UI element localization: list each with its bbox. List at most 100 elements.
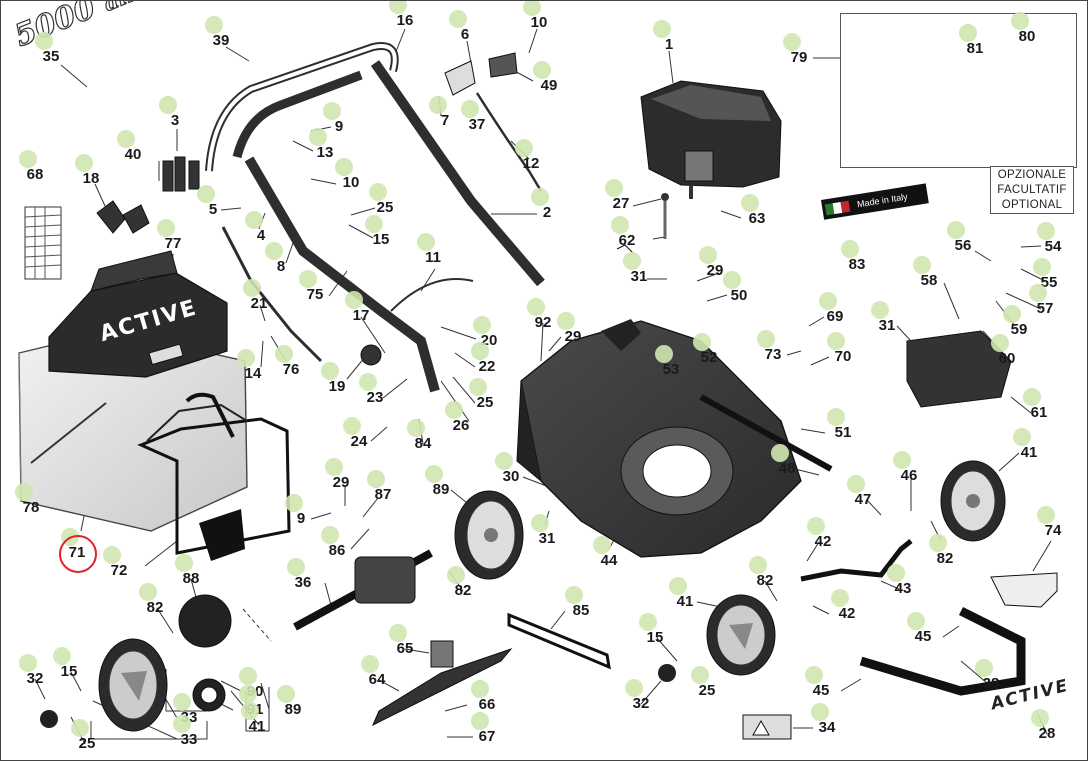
part-callout-42b[interactable]: 42 <box>831 589 860 625</box>
part-callout-42a[interactable]: 42 <box>807 517 836 553</box>
part-callout-2[interactable]: 2 <box>531 188 560 224</box>
part-callout-82d[interactable]: 82 <box>139 583 168 619</box>
part-callout-41a[interactable]: 41 <box>1013 428 1042 464</box>
part-callout-74[interactable]: 74 <box>1037 506 1066 542</box>
part-callout-41c[interactable]: 41 <box>241 702 270 738</box>
part-callout-11[interactable]: 11 <box>417 233 446 269</box>
part-callout-27[interactable]: 27 <box>605 179 634 215</box>
part-callout-43[interactable]: 43 <box>887 564 916 600</box>
part-callout-54[interactable]: 54 <box>1037 222 1066 258</box>
part-callout-51[interactable]: 51 <box>827 408 856 444</box>
part-callout-31c[interactable]: 31 <box>531 514 560 550</box>
part-callout-31b[interactable]: 31 <box>871 301 900 337</box>
part-callout-15b[interactable]: 15 <box>53 647 82 683</box>
part-callout-31a[interactable]: 31 <box>623 252 652 288</box>
part-callout-85[interactable]: 85 <box>565 586 594 622</box>
part-callout-77[interactable]: 77 <box>157 219 186 255</box>
part-callout-29b[interactable]: 29 <box>557 312 586 348</box>
part-callout-83[interactable]: 83 <box>841 240 870 276</box>
part-callout-25c[interactable]: 25 <box>691 666 720 702</box>
part-callout-66[interactable]: 66 <box>471 680 500 716</box>
part-callout-87[interactable]: 87 <box>367 470 396 506</box>
part-callout-10b[interactable]: 10 <box>335 158 364 194</box>
part-callout-13[interactable]: 13 <box>309 128 338 164</box>
part-callout-71[interactable]: 71 <box>59 528 97 573</box>
part-callout-56[interactable]: 56 <box>947 221 976 257</box>
part-callout-79[interactable]: 79 <box>783 33 812 69</box>
part-callout-82a[interactable]: 82 <box>929 534 958 570</box>
part-callout-86[interactable]: 86 <box>321 526 350 562</box>
part-callout-14[interactable]: 14 <box>237 349 266 385</box>
part-callout-7[interactable]: 7 <box>429 96 458 132</box>
part-callout-10a[interactable]: 10 <box>523 1 552 34</box>
part-callout-67[interactable]: 67 <box>471 712 500 748</box>
part-callout-78[interactable]: 78 <box>15 483 44 519</box>
part-callout-44[interactable]: 44 <box>593 536 622 572</box>
part-callout-28[interactable]: 28 <box>1031 709 1060 745</box>
part-callout-39[interactable]: 39 <box>205 16 234 52</box>
part-callout-76[interactable]: 76 <box>275 345 304 381</box>
part-callout-58[interactable]: 58 <box>913 256 942 292</box>
part-callout-82b[interactable]: 82 <box>447 566 476 602</box>
part-callout-45a[interactable]: 45 <box>907 612 936 648</box>
part-callout-23[interactable]: 23 <box>359 373 388 409</box>
part-callout-26[interactable]: 26 <box>445 401 474 437</box>
part-callout-40[interactable]: 40 <box>117 130 146 166</box>
part-callout-63[interactable]: 63 <box>741 194 770 230</box>
part-callout-48[interactable]: 48 <box>771 444 800 480</box>
part-callout-15c[interactable]: 15 <box>639 613 668 649</box>
part-callout-45b[interactable]: 45 <box>805 666 834 702</box>
part-callout-9b[interactable]: 9 <box>285 494 314 530</box>
part-callout-15a[interactable]: 15 <box>365 215 394 251</box>
part-callout-70[interactable]: 70 <box>827 332 856 368</box>
part-callout-47[interactable]: 47 <box>847 475 876 511</box>
part-callout-46[interactable]: 46 <box>893 451 922 487</box>
part-callout-92[interactable]: 92 <box>527 298 556 334</box>
part-callout-22[interactable]: 22 <box>471 342 500 378</box>
part-callout-62[interactable]: 62 <box>611 216 640 252</box>
part-callout-53[interactable]: 53 <box>655 345 684 381</box>
part-callout-41b[interactable]: 41 <box>669 577 698 613</box>
part-callout-3[interactable]: 3 <box>159 96 188 132</box>
part-callout-5[interactable]: 5 <box>197 185 226 221</box>
part-callout-33b[interactable]: 33 <box>173 715 202 751</box>
part-callout-49[interactable]: 49 <box>533 61 562 97</box>
part-callout-17[interactable]: 17 <box>345 291 374 327</box>
part-callout-89b[interactable]: 89 <box>277 685 306 721</box>
part-callout-65[interactable]: 65 <box>389 624 418 660</box>
part-callout-57[interactable]: 57 <box>1029 284 1058 320</box>
part-callout-64[interactable]: 64 <box>361 655 390 691</box>
part-callout-34[interactable]: 34 <box>811 703 840 739</box>
part-callout-25a[interactable]: 25 <box>369 183 398 219</box>
part-callout-82c[interactable]: 82 <box>749 556 778 592</box>
part-callout-69[interactable]: 69 <box>819 292 848 328</box>
part-callout-32b[interactable]: 32 <box>625 679 654 715</box>
part-callout-25b[interactable]: 25 <box>469 378 498 414</box>
part-callout-36[interactable]: 36 <box>287 558 316 594</box>
part-callout-12[interactable]: 12 <box>515 139 544 175</box>
part-callout-81[interactable]: 81 <box>959 24 988 60</box>
part-callout-68[interactable]: 68 <box>19 150 48 186</box>
part-callout-9a[interactable]: 9 <box>323 102 352 138</box>
part-callout-6[interactable]: 6 <box>449 10 478 46</box>
part-callout-32a[interactable]: 32 <box>19 654 48 690</box>
part-callout-1[interactable]: 1 <box>653 20 682 56</box>
part-callout-89a[interactable]: 89 <box>425 465 454 501</box>
part-callout-61[interactable]: 61 <box>1023 388 1052 424</box>
part-callout-4[interactable]: 4 <box>245 211 274 247</box>
part-callout-75[interactable]: 75 <box>299 270 328 306</box>
part-callout-35[interactable]: 35 <box>35 32 64 68</box>
part-callout-38[interactable]: 38 <box>975 659 1004 695</box>
part-callout-30[interactable]: 30 <box>495 452 524 488</box>
part-callout-19[interactable]: 19 <box>321 362 350 398</box>
part-callout-29a[interactable]: 29 <box>699 246 728 282</box>
part-callout-73[interactable]: 73 <box>757 330 786 366</box>
part-callout-29c[interactable]: 29 <box>325 458 354 494</box>
part-callout-59[interactable]: 59 <box>1003 305 1032 341</box>
part-callout-25d[interactable]: 25 <box>71 719 100 755</box>
part-callout-50[interactable]: 50 <box>723 271 752 307</box>
part-callout-18[interactable]: 18 <box>75 154 104 190</box>
part-callout-37[interactable]: 37 <box>461 100 490 136</box>
part-callout-8[interactable]: 8 <box>265 242 294 278</box>
part-callout-21[interactable]: 21 <box>243 279 272 315</box>
